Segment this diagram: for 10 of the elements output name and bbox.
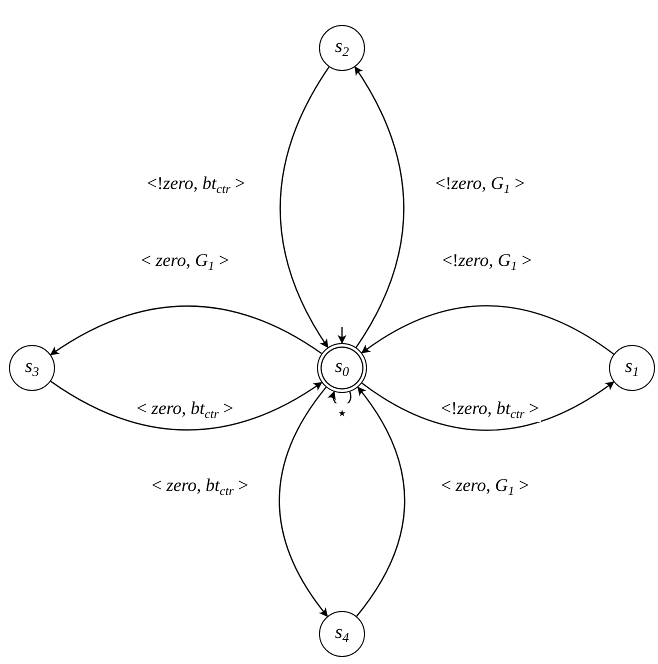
state-label: s$_{2}$: [334, 36, 350, 60]
state-circle: [319, 611, 365, 657]
state-label: s$_{1}$: [624, 356, 640, 380]
accepting-state-circle: [317, 343, 367, 393]
state-label: s$_{0}$: [334, 356, 350, 380]
state-circle: [609, 345, 655, 391]
state-circle: [9, 345, 55, 391]
state-label: s$_{4}$: [334, 622, 350, 646]
state-circle: [319, 25, 365, 71]
state-label: s$_{3}$: [24, 356, 40, 380]
